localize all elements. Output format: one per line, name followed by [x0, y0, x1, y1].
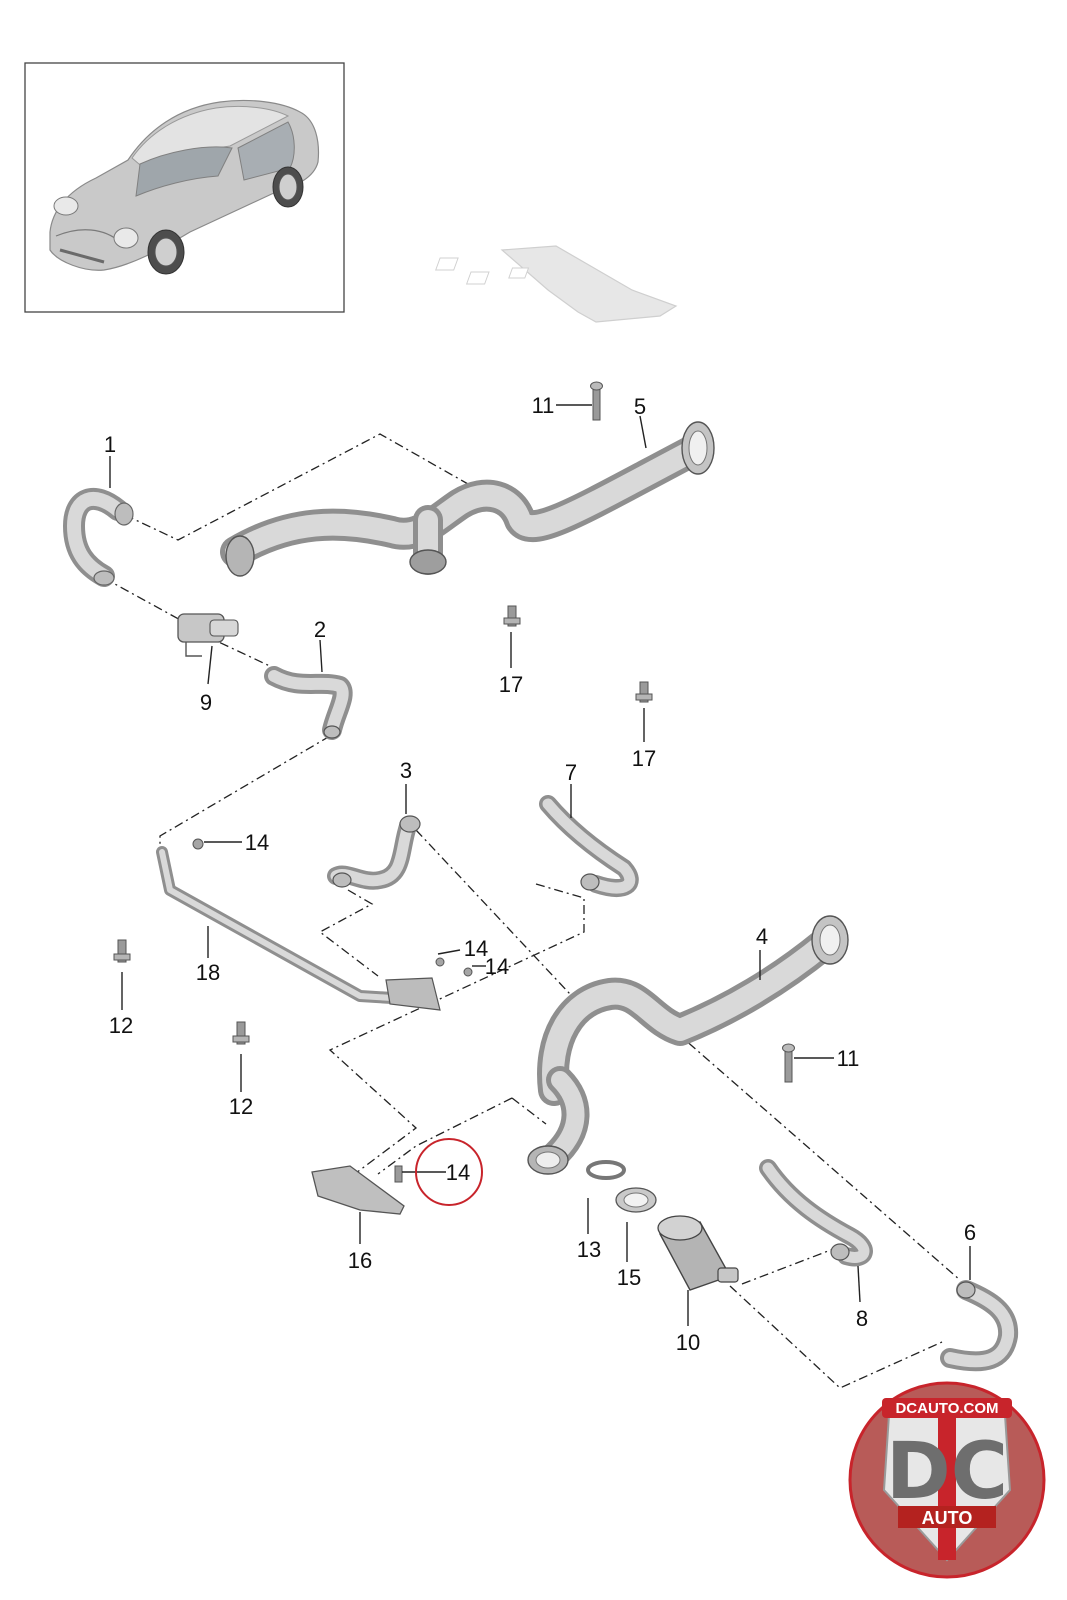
callout-4: 4 — [756, 924, 768, 949]
callout-11-lower: 11 — [837, 1046, 860, 1071]
hose-6 — [940, 1280, 1019, 1372]
callout-8: 8 — [856, 1306, 868, 1331]
callout-16: 16 — [348, 1248, 372, 1273]
pipe-18 — [156, 846, 441, 1011]
callout-5: 5 — [634, 394, 646, 419]
bolt-11-lower — [782, 1043, 795, 1083]
hose-8 — [759, 1159, 873, 1267]
screw-12-upper — [113, 939, 131, 963]
hose-4-main-pipe — [527, 915, 849, 1175]
sleeve-15 — [615, 1187, 657, 1213]
callout-9: 9 — [200, 690, 212, 715]
dcauto-logo: DCAUTO.COM DC AUTO — [848, 1381, 1046, 1579]
logo-main-text: DC — [886, 1427, 1008, 1517]
callout-12-lower: 12 — [229, 1094, 253, 1119]
callout-1: 1 — [104, 432, 116, 457]
assembly-lines — [103, 433, 961, 1389]
callout-18: 18 — [196, 960, 220, 985]
callout-17-right: 17 — [632, 746, 656, 771]
callout-7: 7 — [565, 760, 577, 785]
logo-top-text: DCAUTO.COM — [895, 1400, 998, 1417]
callout-14-b: 14 — [464, 936, 488, 961]
hose-5-main-pipe — [220, 421, 715, 577]
hose-7 — [539, 795, 639, 897]
callout-12-upper: 12 — [109, 1013, 133, 1038]
nut-14-set — [192, 838, 473, 1183]
bolt-11-upper — [590, 381, 603, 421]
pump-10 — [657, 1215, 739, 1291]
hose-1 — [63, 488, 134, 587]
bracket-16 — [311, 1165, 405, 1215]
screw-17-right — [635, 681, 653, 703]
clamp-13 — [586, 1160, 626, 1180]
logo-sub-text: AUTO — [922, 1508, 973, 1528]
leader-lines — [109, 404, 971, 1326]
callout-6: 6 — [964, 1220, 976, 1245]
screw-12-lower — [232, 1021, 250, 1045]
callout-10: 10 — [676, 1330, 700, 1355]
hose-2 — [264, 666, 353, 740]
callout-3: 3 — [400, 758, 412, 783]
highlight-circle — [415, 1138, 483, 1206]
fitting-9 — [177, 613, 239, 657]
vehicle-inset — [24, 62, 345, 313]
callout-2: 2 — [314, 617, 326, 642]
screw-17-left — [503, 605, 521, 627]
callout-13: 13 — [577, 1237, 601, 1262]
callout-11-upper: 11 — [532, 393, 555, 418]
callout-14-d: 14 — [446, 1160, 470, 1185]
callout-17-left: 17 — [499, 672, 523, 697]
vehicle-illustration — [49, 99, 320, 275]
callout-14-c: 14 — [485, 954, 509, 979]
callout-labels: 1 2 3 4 5 6 7 8 9 10 11 11 12 12 13 14 1… — [104, 393, 976, 1355]
underbody-shield — [435, 245, 678, 323]
callout-15: 15 — [617, 1265, 641, 1290]
callout-14-a: 14 — [245, 830, 269, 855]
hose-3 — [327, 815, 421, 890]
